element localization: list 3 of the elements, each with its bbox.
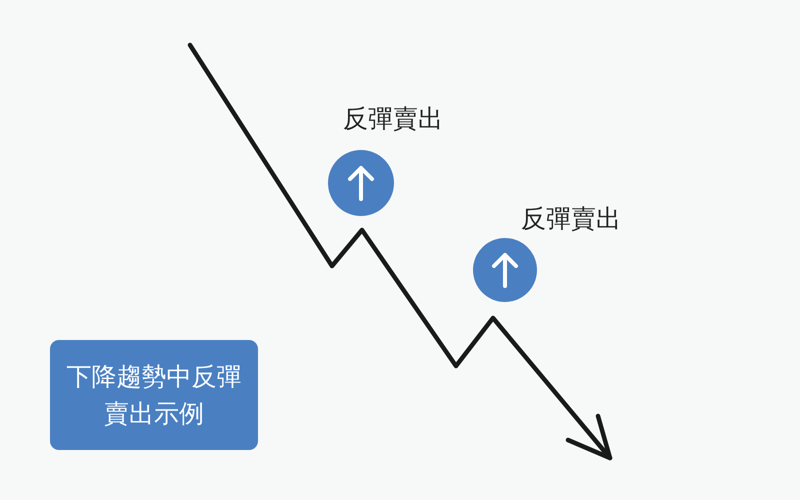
- title-box: 下降趨勢中反彈賣出示例: [50, 340, 258, 450]
- annotation-label: 反彈賣出: [521, 203, 621, 235]
- annotation-label: 反彈賣出: [343, 103, 443, 135]
